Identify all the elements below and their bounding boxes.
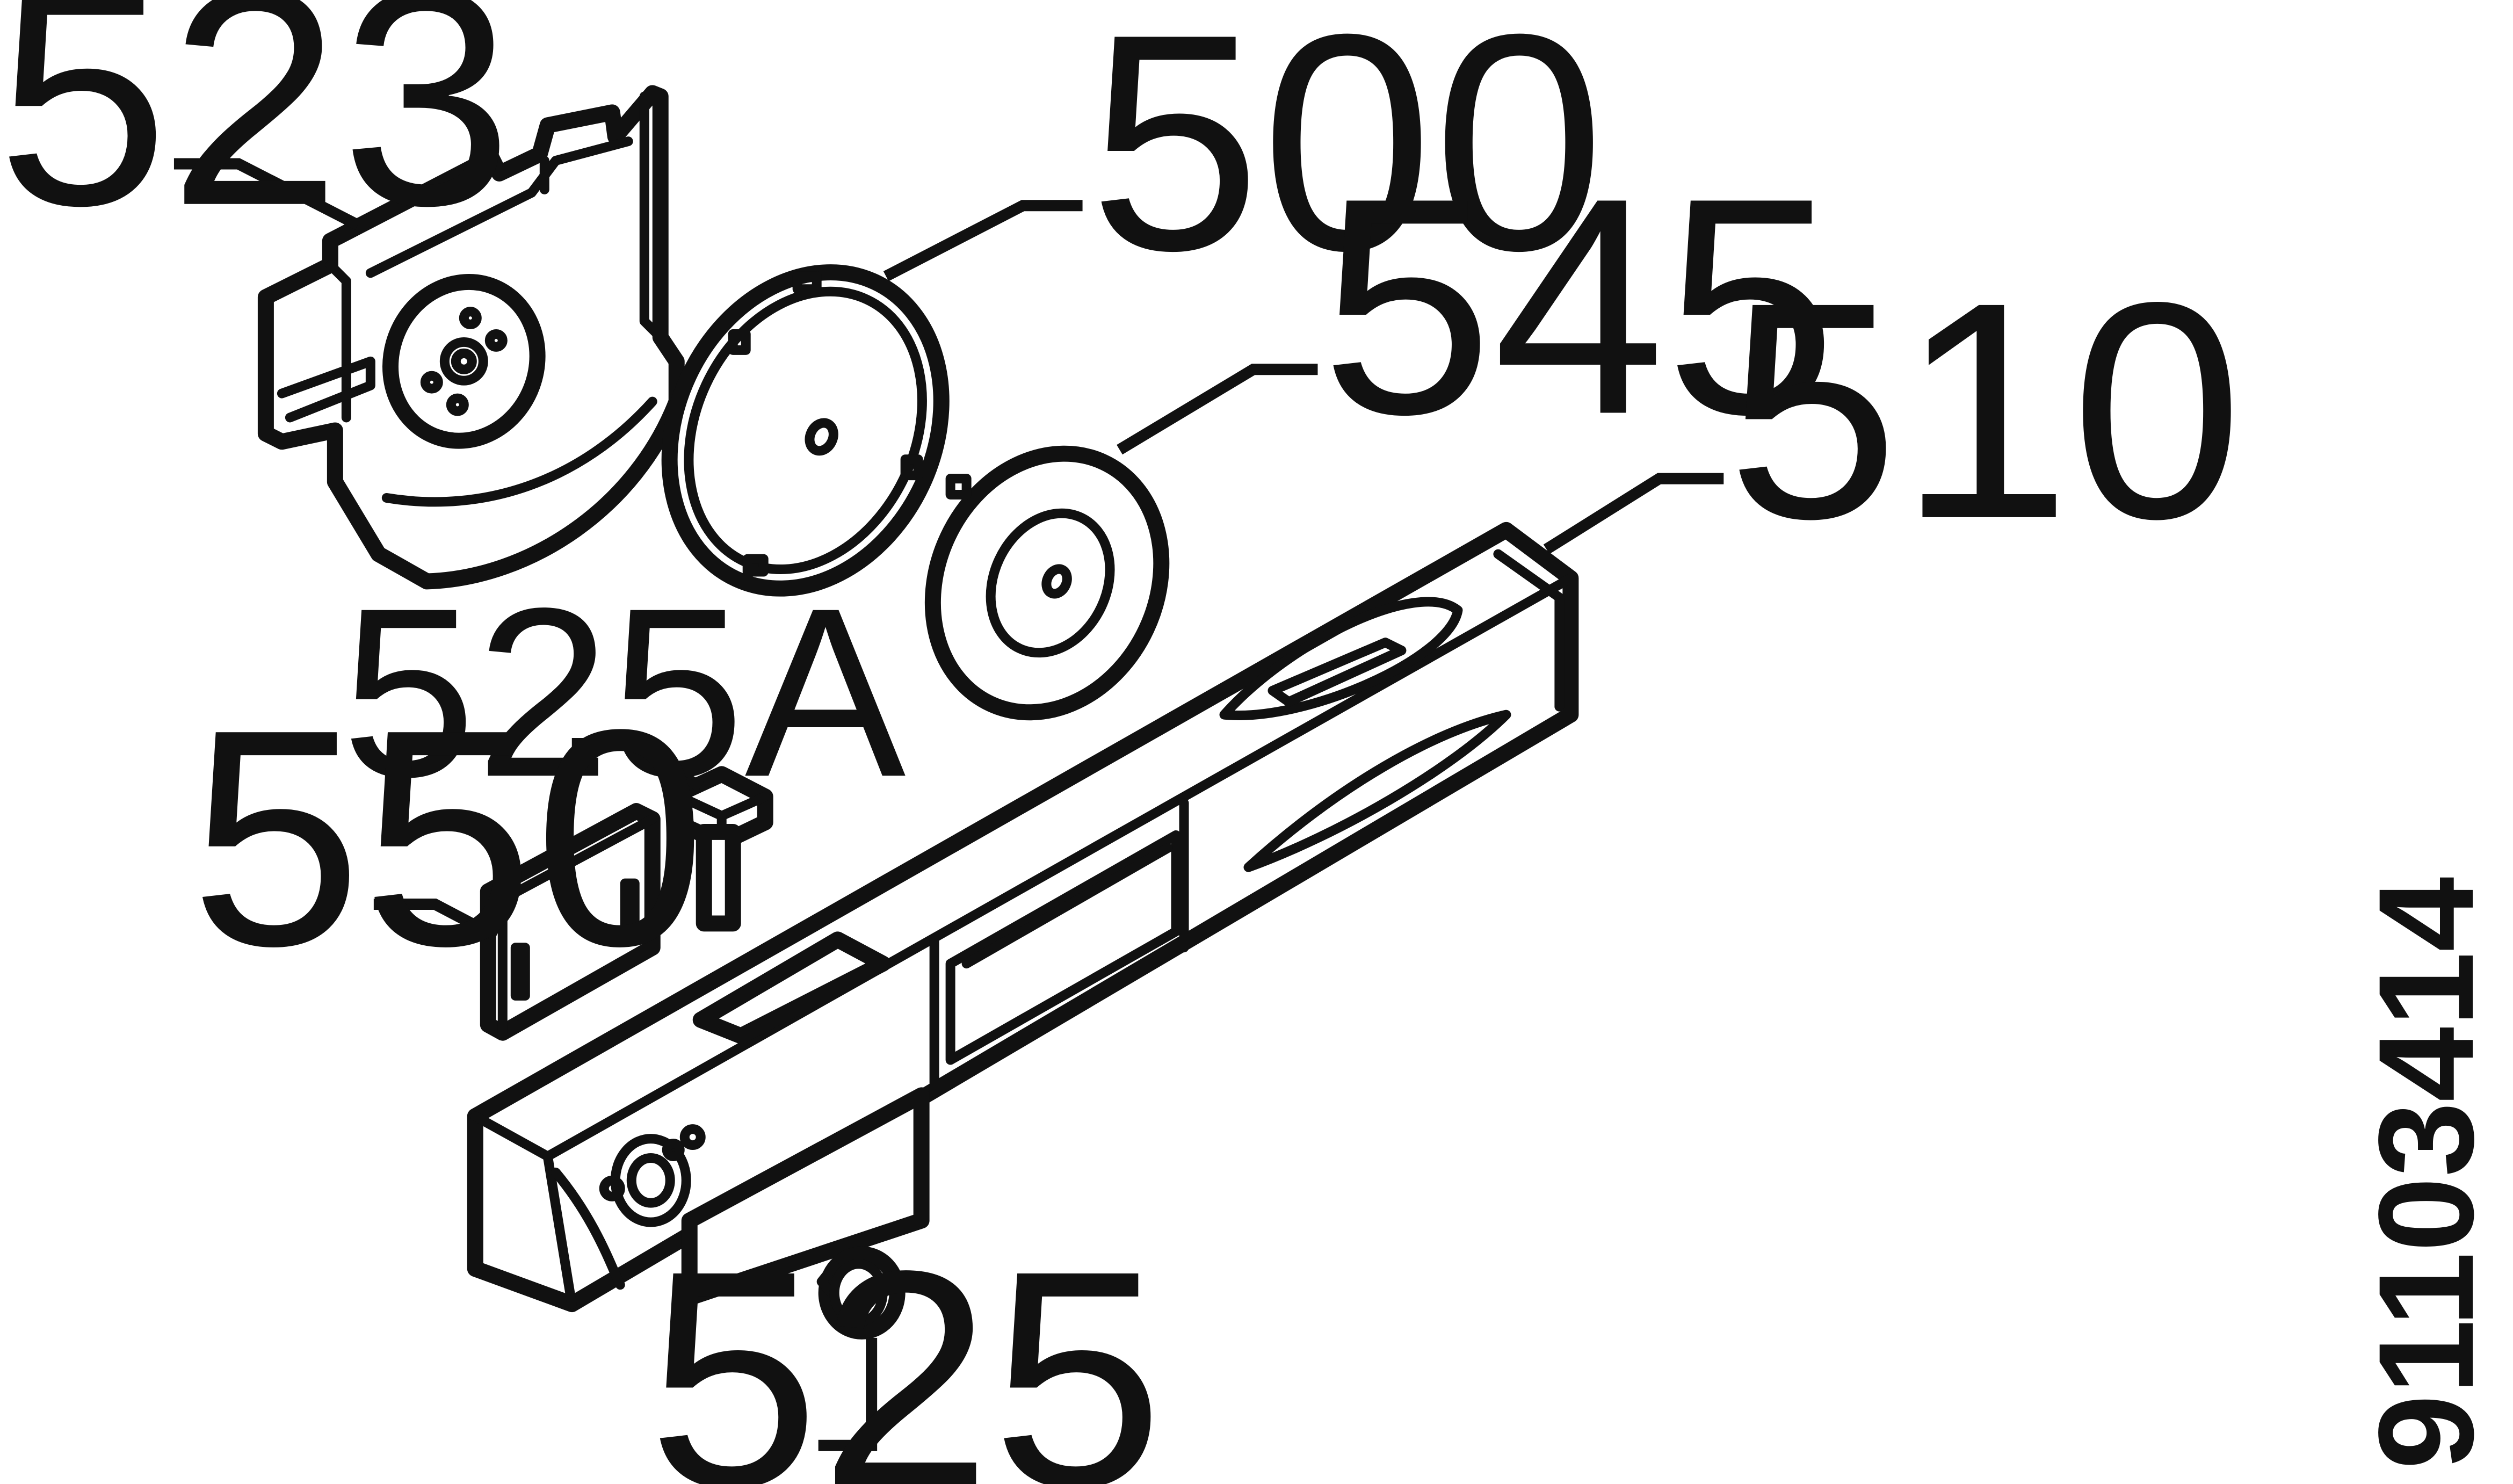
part-545-program-disc (924, 445, 1170, 721)
leader-523 (173, 158, 360, 230)
callout-500: 500 (1089, 0, 1605, 314)
leader-500 (883, 200, 1083, 281)
callout-510: 510 (1727, 238, 2243, 583)
part-510-control-panel (467, 522, 1579, 1313)
leader-550 (373, 899, 499, 942)
callout-545: 545 (1321, 133, 1837, 478)
part-525-round-knob (816, 1246, 906, 1340)
leader-525a (571, 738, 704, 792)
leader-lines (173, 158, 1724, 1451)
callout-550: 550 (190, 665, 706, 1010)
leader-525 (818, 1337, 878, 1451)
drawing-id-number: 91103414 (2351, 877, 2502, 1469)
leader-545 (1117, 364, 1318, 455)
leader-510 (1543, 473, 1724, 554)
callout-525: 525 (648, 1206, 1164, 1484)
part-500-knob-disc (661, 264, 950, 597)
callout-525a: 525A (342, 558, 907, 827)
part-550-cover-plate (480, 803, 661, 1041)
part-523-housing (257, 85, 685, 590)
callout-523: 523 (0, 0, 513, 270)
part-525a-pin-button (668, 766, 773, 932)
